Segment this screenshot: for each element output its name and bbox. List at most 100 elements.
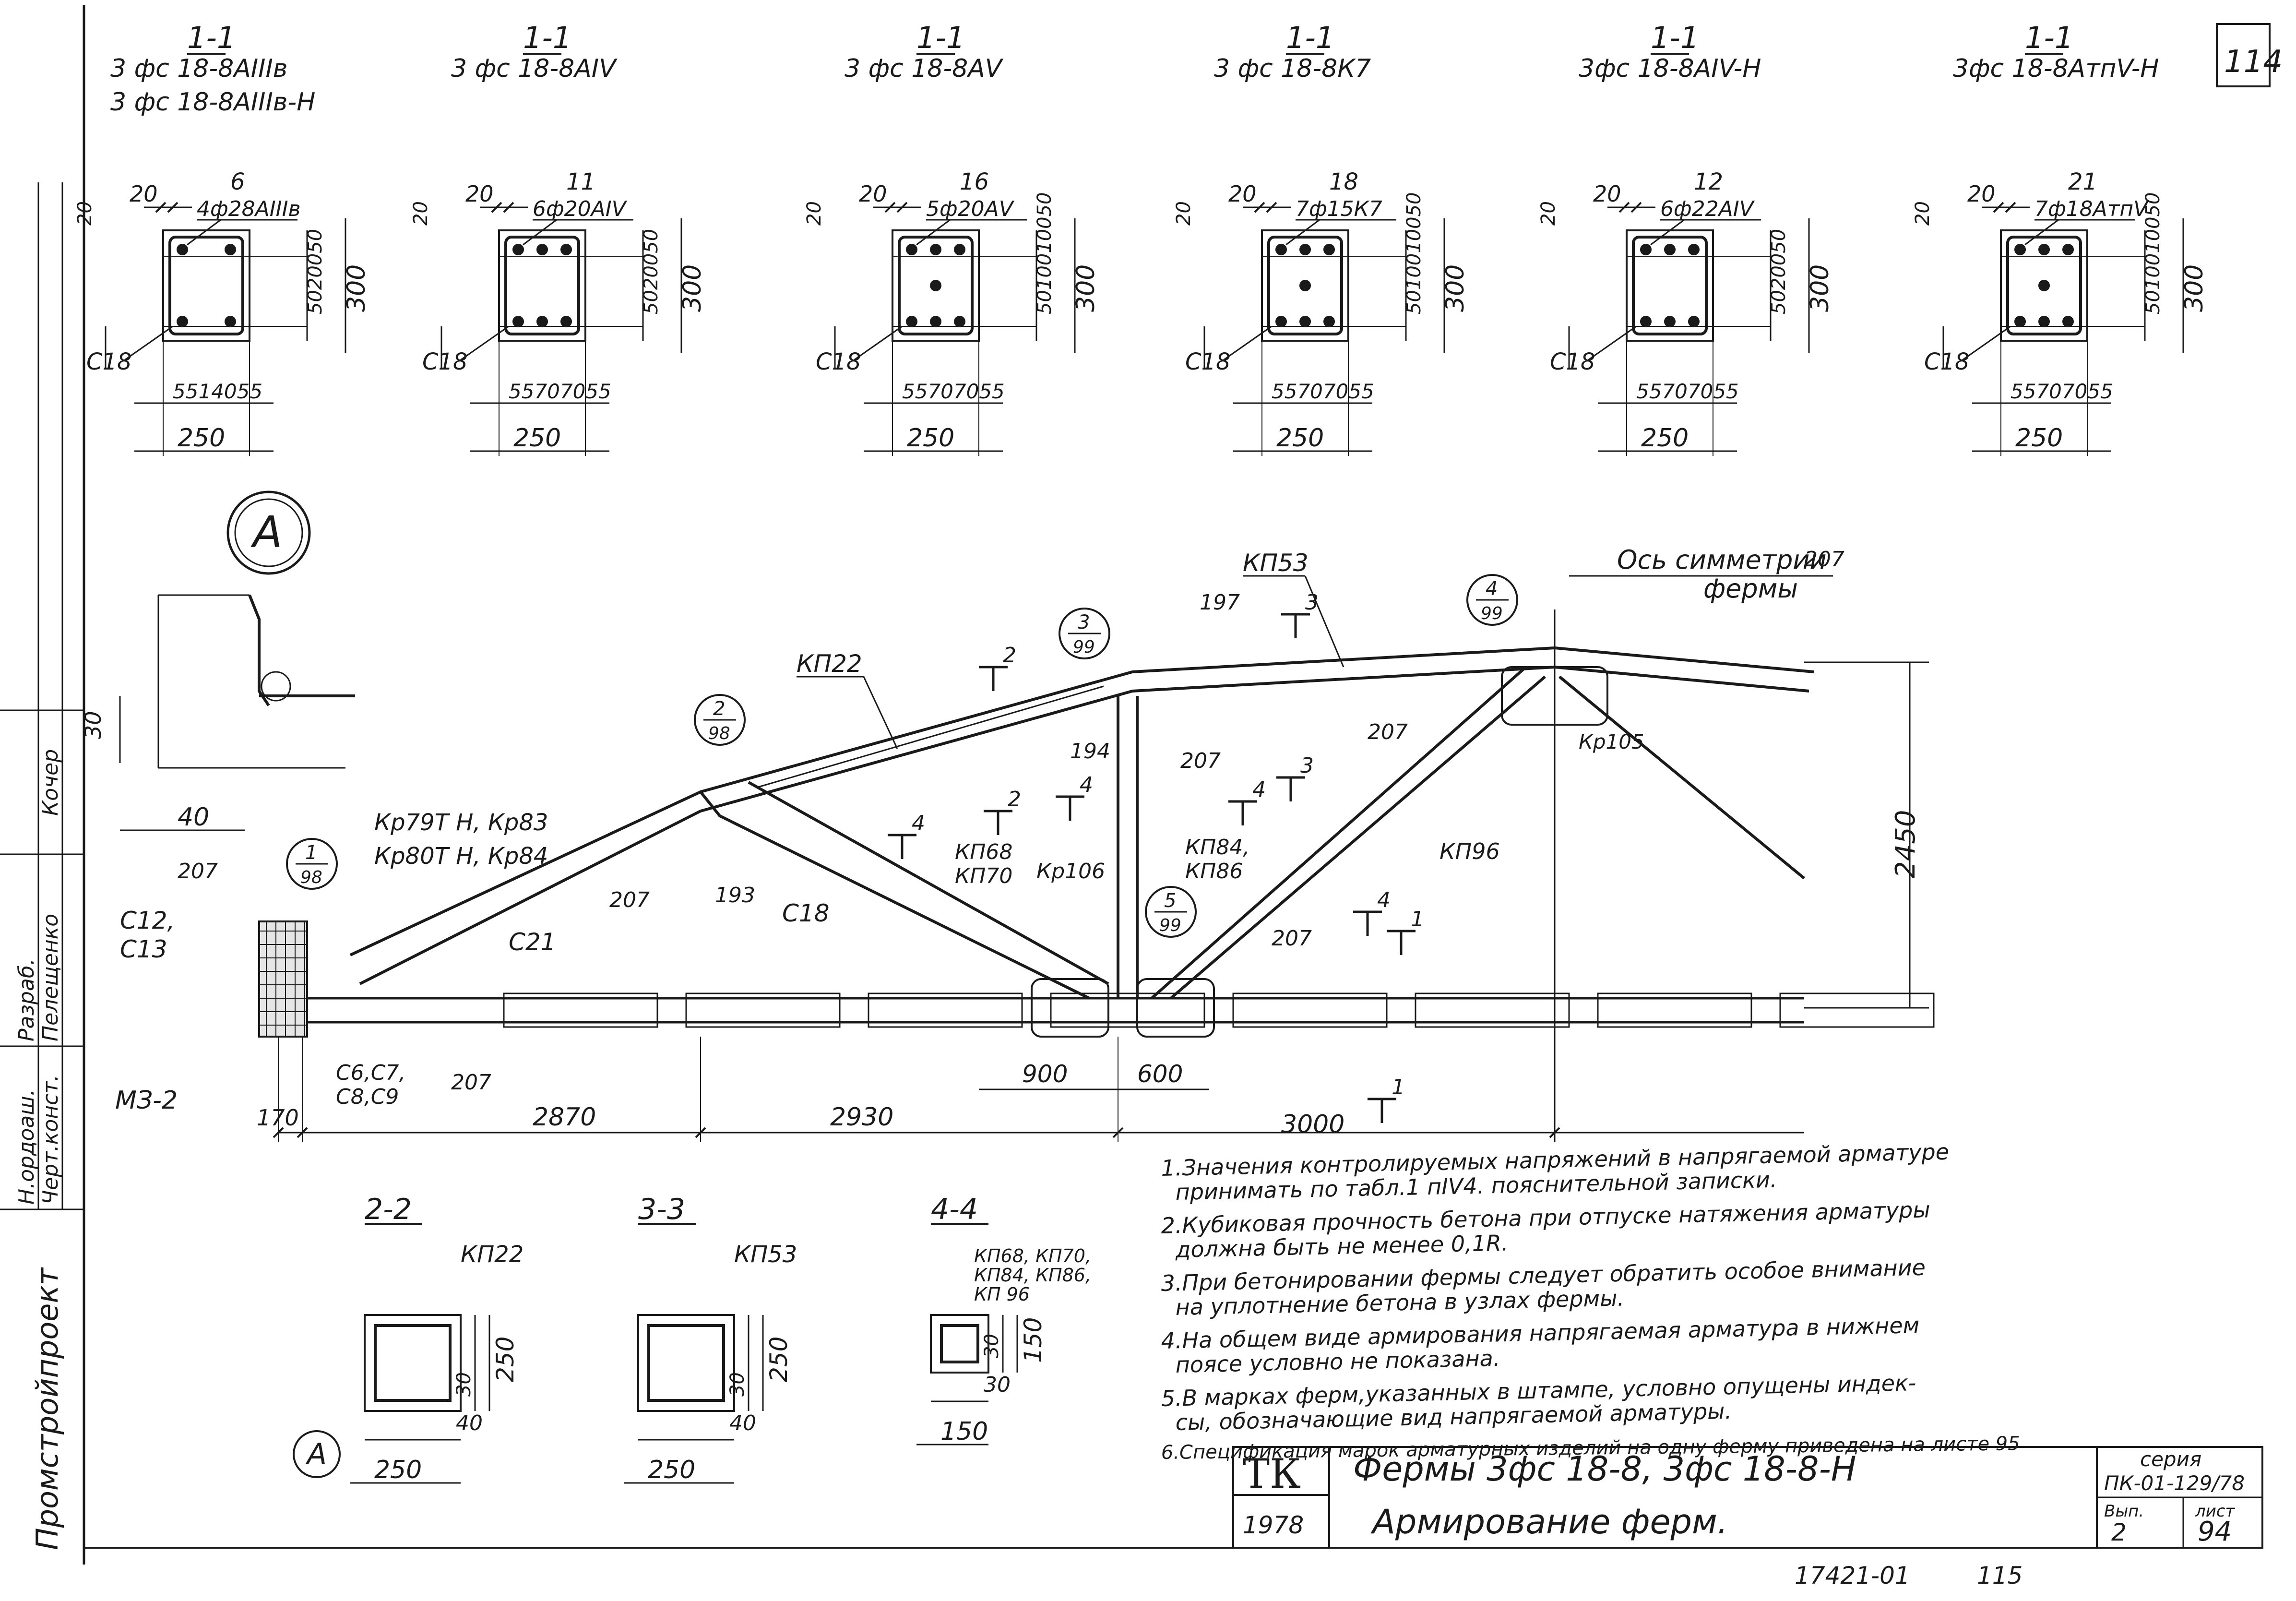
section-cut-label: 3-3 — [638, 1193, 685, 1226]
cover-dim-v: 30 — [726, 1372, 749, 1397]
edge-dim: 20 — [130, 181, 158, 207]
bottom-chord-cage — [1415, 992, 1570, 1028]
bottom-chord-cage — [685, 992, 841, 1028]
detail-a-circle — [293, 1430, 341, 1478]
stirrup — [940, 1324, 979, 1363]
diagonal — [758, 685, 1104, 788]
footer-archive: 17421-01 — [1795, 1562, 1910, 1589]
diagonal — [1151, 666, 1527, 1000]
truss-mark: 3 фс 18-8АIIIв — [110, 54, 287, 83]
bar-number: 21 — [2068, 168, 2097, 195]
node-ref-circle — [1145, 886, 1197, 938]
dim-900: 900 — [1022, 1060, 1068, 1088]
section-cut-mark: 4 — [888, 811, 925, 859]
rebar-dot — [560, 244, 572, 255]
h-dims: 55707055 — [902, 380, 1005, 403]
diagonal — [1558, 675, 1805, 880]
support-mesh — [258, 920, 308, 1038]
cut-mark-number: 3 — [1300, 753, 1314, 778]
node-ref-circle — [1059, 608, 1110, 659]
height-dim: 300 — [342, 264, 371, 312]
bar-spec: 5ф20АV — [926, 197, 1015, 221]
dim-3000: 3000 — [1281, 1110, 1344, 1139]
side-label-developer: Разраб. — [14, 958, 39, 1041]
rebar-dot — [1664, 244, 1676, 255]
dim-tick — [155, 202, 167, 213]
section-cut-mark: 4 — [1228, 777, 1266, 825]
width-dim: 250 — [648, 1456, 695, 1484]
edge-dim: 20 — [1967, 181, 1996, 207]
node-ref-sheet: 98 — [708, 724, 730, 743]
stirrup — [374, 1324, 452, 1402]
label-193: 193 — [715, 883, 755, 908]
label-207: 207 — [1368, 720, 1408, 744]
dim-tick — [2005, 202, 2016, 213]
section-cut-label: 1-1 — [187, 20, 236, 55]
leader-line — [1588, 325, 1637, 361]
node-block — [1136, 978, 1215, 1038]
label-207: 207 — [1180, 749, 1221, 773]
h-dims: 5514055 — [173, 380, 262, 403]
section-cut-mark: 4 — [1056, 773, 1093, 821]
rebar-dot — [177, 316, 188, 327]
rebar-dot — [560, 316, 572, 327]
label-207: 207 — [1804, 547, 1844, 572]
height-dim: 150 — [1019, 1317, 1047, 1363]
rebar-dot — [225, 244, 236, 255]
page-number-box — [2216, 23, 2271, 87]
bar-spec: 6ф22АIV — [1660, 197, 1755, 221]
title-main: Фермы 3фс 18-8, 3фс 18-8-Н — [1353, 1449, 1856, 1489]
node-ref-sheet: 99 — [1159, 916, 1181, 935]
label-kp22: КП22 — [797, 650, 862, 678]
node-reference: 599 — [1145, 886, 1197, 938]
dim-2870: 2870 — [533, 1103, 596, 1132]
rebar-dot — [536, 316, 548, 327]
truss-mark: 3фс 18-8АтпV-Н — [1953, 54, 2159, 83]
rebar-dot — [954, 316, 965, 327]
node-reference: 198 — [286, 838, 338, 890]
dim-tick — [1630, 202, 1642, 213]
stirrup-c18 — [1632, 236, 1708, 335]
node-ref-sheet: 98 — [300, 868, 322, 887]
cover-dim-h: 30 — [984, 1373, 1011, 1397]
bottom-chord-cage — [1597, 992, 1752, 1028]
rebar-dot — [954, 244, 965, 255]
bar-spec: 7ф15К7 — [1296, 197, 1382, 221]
leader-line — [854, 325, 903, 361]
node-ref-number: 3 — [1078, 611, 1090, 633]
stirrup-label: С18 — [1550, 348, 1595, 375]
stirrup-c18 — [1267, 236, 1343, 335]
label-kp84: КП84, — [1185, 835, 1249, 860]
stirrup-label: С18 — [1185, 348, 1231, 375]
dim-tick — [491, 202, 502, 213]
section-cut-label: 1-1 — [523, 20, 571, 55]
node-reference: 499 — [1466, 574, 1518, 626]
cross-section-1-1: 1-13 фс 18-8АV165ф20АV20203005010010050С… — [803, 20, 1100, 456]
side-label-checked: Черт.конст. — [38, 1075, 63, 1205]
title-sub: Армирование ферм. — [1370, 1502, 1728, 1541]
bar — [248, 594, 270, 706]
leader-line — [1962, 325, 2011, 361]
cover-dim-h: 40 — [456, 1411, 483, 1435]
rebar-dot — [536, 244, 548, 255]
width-dim: 250 — [1276, 424, 1324, 453]
leader-line — [1285, 219, 1320, 246]
bottom-chord-cage — [503, 992, 658, 1028]
detail-a-label: A — [305, 1437, 327, 1471]
rebar-dot — [906, 244, 917, 255]
dim-tick — [1112, 1127, 1124, 1138]
rebar-dot — [1664, 316, 1676, 327]
dim-tick — [273, 1127, 284, 1138]
page-number: 114 — [2224, 44, 2283, 80]
leader-line — [460, 325, 509, 361]
height-dim: 250 — [765, 1337, 793, 1382]
edge-dim: 20 — [1593, 181, 1621, 207]
rebar-dot — [1323, 244, 1335, 255]
label-kp86: КП86 — [1185, 859, 1243, 884]
cut-mark-number: 4 — [912, 811, 925, 836]
rebar-dot — [225, 316, 236, 327]
node-ref-sheet: 99 — [1481, 604, 1503, 623]
cut-mark-number: 1 — [1392, 1075, 1405, 1099]
